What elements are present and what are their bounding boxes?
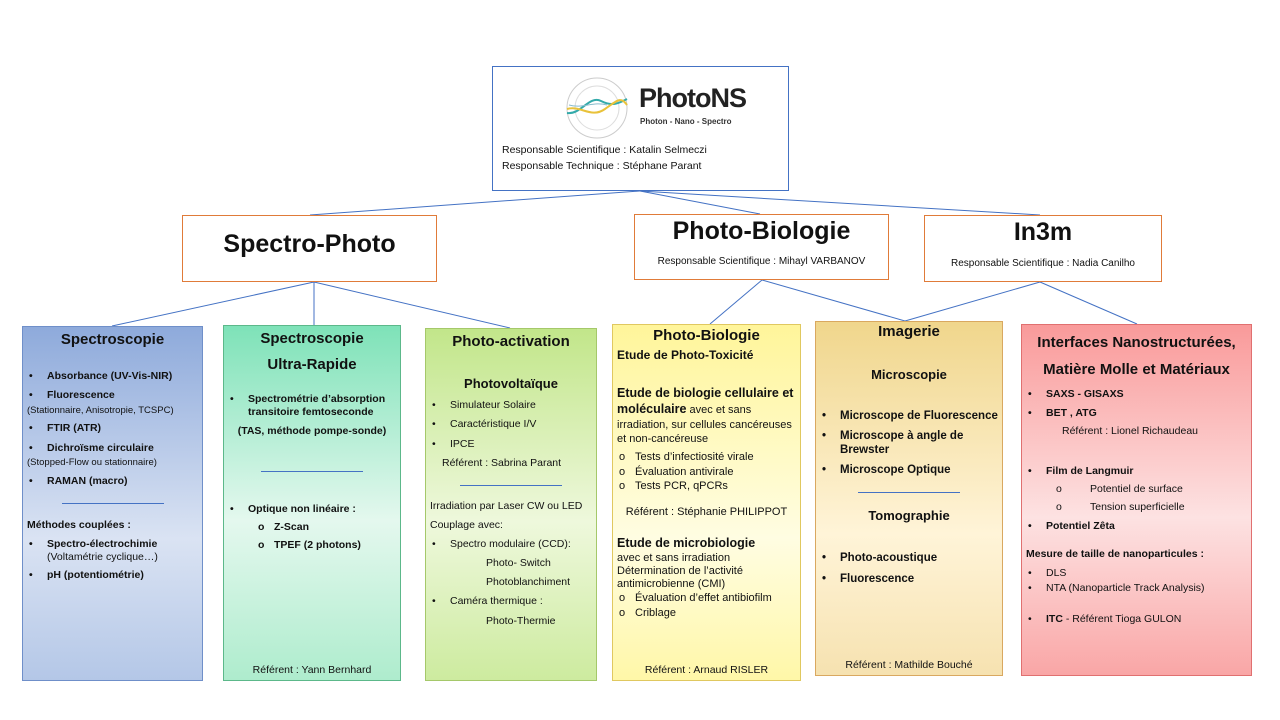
card-photo-activation: Photo-activation Photovoltaïque Simulate… <box>425 328 597 681</box>
separator <box>261 471 363 472</box>
group-photo-biologie: Photo-Biologie Responsable Scientifique … <box>634 214 889 280</box>
logo-waves-icon <box>566 77 628 139</box>
group-spectro-photo: Spectro-Photo <box>182 215 437 282</box>
card-ultra-rapide: Spectroscopie Ultra-Rapide Spectrométrie… <box>223 325 401 681</box>
group-in3m: In3m Responsable Scientifique : Nadia Ca… <box>924 215 1162 282</box>
separator <box>858 492 960 494</box>
photons-logo: PhotoNS Photon - Nano - Spectro <box>561 75 747 141</box>
photons-header-box: PhotoNS Photon - Nano - Spectro Responsa… <box>492 66 789 191</box>
card-interfaces: Interfaces Nanostructurées, Matière Moll… <box>1021 324 1252 676</box>
resp-technique: Responsable Technique : Stéphane Parant <box>502 160 702 172</box>
separator <box>61 502 164 504</box>
card-photo-biologie: Photo-Biologie Etude de Photo-Toxicité E… <box>612 324 801 681</box>
card-spectroscopie: Spectroscopie Absorbance (UV-Vis-NIR) Fl… <box>22 326 203 681</box>
card-imagerie: Imagerie Microscopie Microscope de Fluor… <box>815 321 1003 676</box>
resp-scientifique: Responsable Scientifique : Katalin Selme… <box>502 144 707 156</box>
separator <box>460 484 562 486</box>
